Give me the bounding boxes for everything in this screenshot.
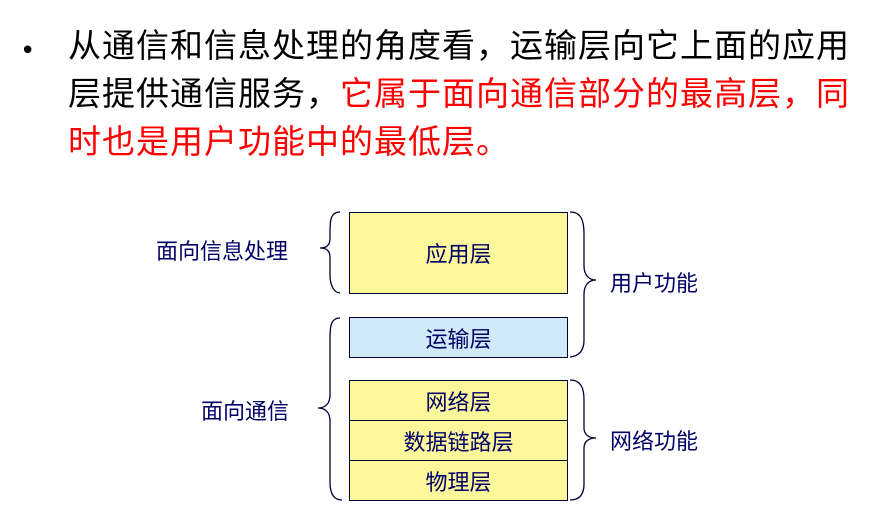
right-brace-user-functions (569, 211, 597, 358)
left-brace-info-processing (319, 211, 341, 294)
left-brace-communication (317, 317, 343, 501)
paragraph-black-text: 从通信和信息处理的角度看，运输层向它上面的应用层提供通信服务， (68, 26, 850, 113)
layer-physical: 物理层 (349, 460, 568, 501)
label-communication: 面向通信 (201, 400, 290, 425)
layer-datalink: 数据链路层 (349, 420, 568, 462)
layer-application: 应用层 (349, 212, 568, 294)
bullet-marker: • (20, 36, 36, 66)
label-network-functions: 网络功能 (610, 430, 699, 455)
bullet-paragraph: 从通信和信息处理的角度看，运输层向它上面的应用层提供通信服务，它属于面向通信部分… (68, 22, 873, 166)
right-brace-network-functions (569, 379, 597, 501)
label-user-functions: 用户功能 (610, 272, 699, 297)
layer-transport: 运输层 (349, 317, 568, 358)
layer-network: 网络层 (349, 380, 568, 422)
label-info-processing: 面向信息处理 (156, 240, 289, 265)
paragraph-red-text: 它属于面向通信部分的最高层，同时也是用户功能中的最低层。 (68, 74, 850, 161)
